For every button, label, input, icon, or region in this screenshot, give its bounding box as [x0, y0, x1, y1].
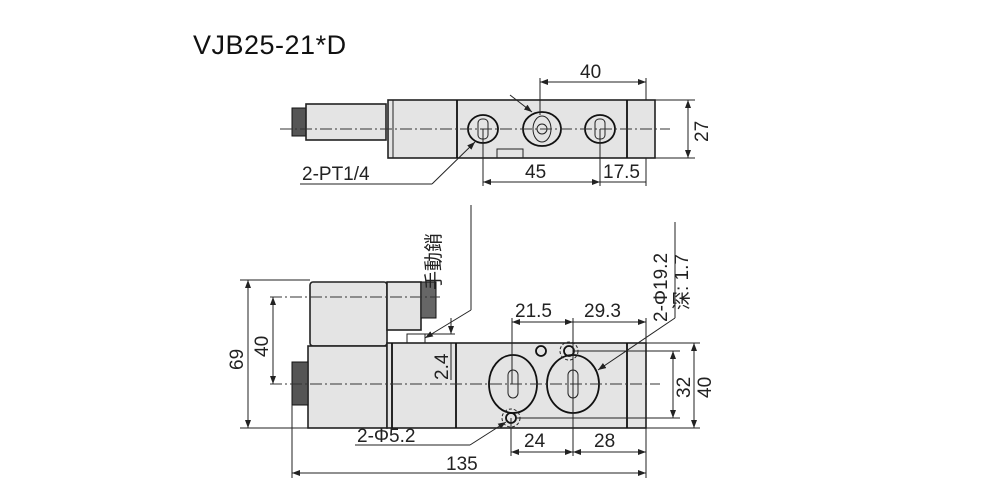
dim-17-5: 17.5 — [603, 162, 640, 183]
front-view: 手動銷 69 40 2.4 21.5 29.3 2-Φ19.2 深: 1.7 3… — [227, 205, 716, 478]
port-thread-label: 2-PT1/4 — [302, 164, 370, 185]
dim-27: 27 — [692, 121, 713, 142]
dim-69: 69 — [227, 349, 248, 370]
coil-upper — [309, 281, 388, 347]
dim-28: 28 — [594, 431, 615, 452]
dim-2-4: 2.4 — [432, 353, 453, 380]
pilot-hole — [535, 345, 547, 357]
top-view: 40 27 45 17.5 2-PT1/4 — [280, 62, 713, 186]
mount-hole-top — [563, 345, 575, 357]
manual-pin-label: 手動銷 — [423, 233, 445, 290]
hole-5-2-label: 2-Φ5.2 — [357, 426, 415, 447]
connector — [386, 281, 422, 331]
dim-45: 45 — [525, 162, 546, 183]
coil-lower — [307, 345, 388, 429]
dim-40-right: 40 — [695, 377, 716, 398]
dim-21-5: 21.5 — [515, 301, 552, 322]
dim-32: 32 — [674, 377, 695, 398]
hole-19-2-label: 2-Φ19.2 — [651, 253, 672, 322]
dim-40-left: 40 — [252, 336, 273, 357]
solenoid-cap — [291, 107, 307, 137]
depth-label: 深: 1.7 — [671, 254, 693, 310]
model-title: VJB25-21*D — [193, 30, 347, 60]
knurled-nut — [420, 281, 437, 319]
manual-pin — [496, 148, 524, 159]
valve-body-front — [386, 342, 647, 429]
solenoid-tube — [305, 103, 387, 141]
dim-40-top: 40 — [580, 62, 601, 83]
manual-pin-front — [406, 333, 426, 344]
dim-24: 24 — [524, 431, 546, 452]
dim-29-3: 29.3 — [584, 301, 621, 322]
dim-135: 135 — [446, 454, 478, 475]
